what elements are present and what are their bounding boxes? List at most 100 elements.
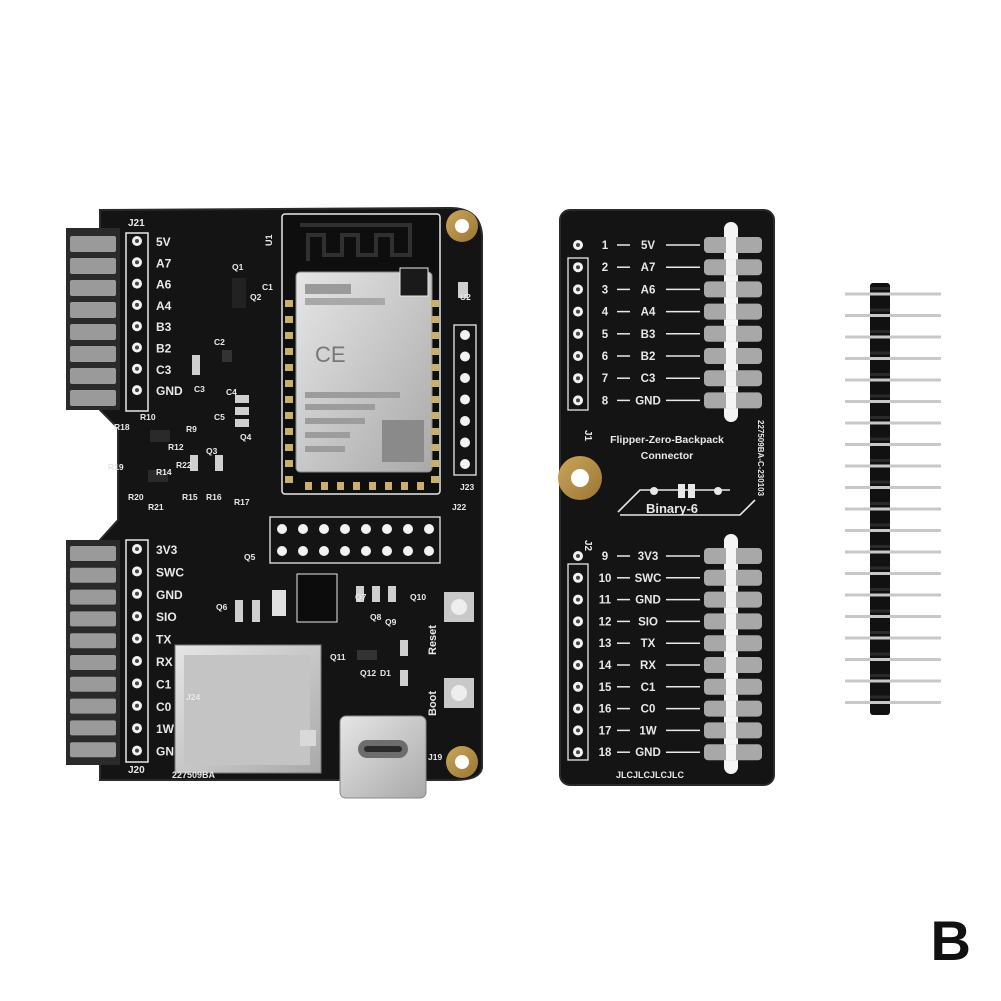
header-j21-pin-label: A7 (156, 256, 172, 270)
component-designator: Q4 (240, 432, 252, 442)
component-designator: R19 (108, 462, 124, 472)
component-designator: Q2 (250, 292, 262, 302)
header-pin (340, 546, 350, 556)
edge-finger (70, 655, 116, 670)
header-j20-pin-label: SIO (156, 610, 177, 624)
component-designator: R15 (182, 492, 198, 502)
component-designator: C5 (214, 412, 225, 422)
header-j20-pin-label: 3V3 (156, 543, 178, 557)
header-j21-pin-label: A4 (156, 299, 172, 313)
header-pin (319, 524, 329, 534)
component-designator: J23 (460, 482, 474, 492)
edge-finger (70, 368, 116, 384)
boot-button[interactable] (444, 678, 474, 708)
component-designator: R16 (206, 492, 222, 502)
header-pin (319, 546, 329, 556)
header-j21-pin-label: 5V (156, 235, 171, 249)
svg-text:CE: CE (315, 342, 346, 367)
component-designator: Q7 (355, 592, 367, 602)
header-j23-pins (460, 330, 470, 469)
header-j21-label: J21 (128, 218, 145, 229)
component-designator: D1 (380, 668, 391, 678)
edge-finger (70, 258, 116, 274)
edge-finger (70, 390, 116, 406)
component-designator: R22 (176, 460, 192, 470)
reset-button[interactable] (444, 592, 474, 622)
component-designator: C2 (214, 337, 225, 347)
component-designator: R10 (140, 412, 156, 422)
header-pin (460, 373, 470, 383)
component-designator: Q9 (385, 617, 397, 627)
component-designator: Q10 (410, 592, 426, 602)
reset-label: Reset (427, 625, 439, 655)
module-label: U1 (264, 234, 274, 246)
edge-fingers-top (70, 236, 116, 406)
component-designator: R21 (148, 502, 164, 512)
component-designator: C3 (194, 384, 205, 394)
component-designator: J22 (452, 502, 466, 512)
corner-variant-label: B (930, 909, 971, 972)
header-j21-pin-label: C3 (156, 363, 172, 377)
edge-finger (70, 589, 116, 605)
edge-finger (70, 676, 116, 692)
smd-components (148, 267, 468, 686)
header-pin (460, 394, 470, 405)
header-pin (277, 524, 287, 534)
header-j21-pin-label: A6 (156, 278, 172, 292)
component-designator: R14 (156, 467, 172, 477)
edge-finger (70, 742, 116, 758)
header-j20-label: J20 (128, 765, 145, 776)
edge-finger (70, 698, 116, 714)
sd-card-slot (174, 644, 322, 774)
header-pin (340, 524, 350, 534)
header-j20-pin-label: TX (156, 633, 171, 647)
component-designator: J19 (428, 752, 442, 762)
edge-finger (70, 720, 116, 736)
header-j20-pin-label: SWC (156, 565, 184, 579)
header-pin (403, 546, 413, 556)
header-pin (277, 546, 287, 556)
esp32-module: CE U1 (264, 213, 441, 495)
edge-finger (70, 324, 116, 340)
header-pin (298, 546, 308, 556)
header-j21-pin-label: B3 (156, 320, 172, 334)
header-pin (460, 330, 470, 340)
boot-label: Boot (427, 691, 439, 716)
header-pin (460, 416, 470, 426)
component-designator: U2 (460, 292, 471, 302)
component-designator: C4 (226, 387, 237, 397)
component-designator: Q12 (360, 668, 376, 678)
header-j21-pins (132, 236, 142, 396)
component-designator: C1 (262, 282, 273, 292)
sd-label: 227509BA (172, 770, 216, 780)
edge-finger (70, 346, 116, 362)
header-pin (460, 459, 470, 469)
header-pin (382, 546, 392, 556)
component-designator: Q3 (206, 446, 218, 456)
header-pin (361, 524, 371, 534)
component-designator: J24 (186, 692, 200, 702)
header-pin (460, 437, 470, 448)
edge-finger (70, 546, 116, 561)
component-designator: R12 (168, 442, 184, 452)
header-pin (424, 546, 434, 556)
component-designator: R17 (234, 497, 250, 507)
edge-finger (70, 302, 116, 318)
header-j20-pins (132, 544, 142, 756)
header-j21-pin-label: B2 (156, 342, 172, 356)
edge-fingers-bottom (70, 546, 116, 758)
component-designator: R20 (128, 492, 144, 502)
header-pin (298, 524, 308, 534)
header-pin (424, 524, 434, 534)
header-pin (460, 351, 470, 362)
component-designator: Q1 (232, 262, 244, 272)
component-designator: Q8 (370, 612, 382, 622)
edge-finger (70, 611, 116, 627)
header-j22-pins (277, 524, 434, 556)
header-pin (382, 524, 392, 534)
usb-c-connector (339, 715, 427, 799)
edge-finger (70, 567, 116, 583)
header-j20-pin-label: RX (156, 655, 173, 669)
header-j20-pin-label: C0 (156, 700, 172, 714)
